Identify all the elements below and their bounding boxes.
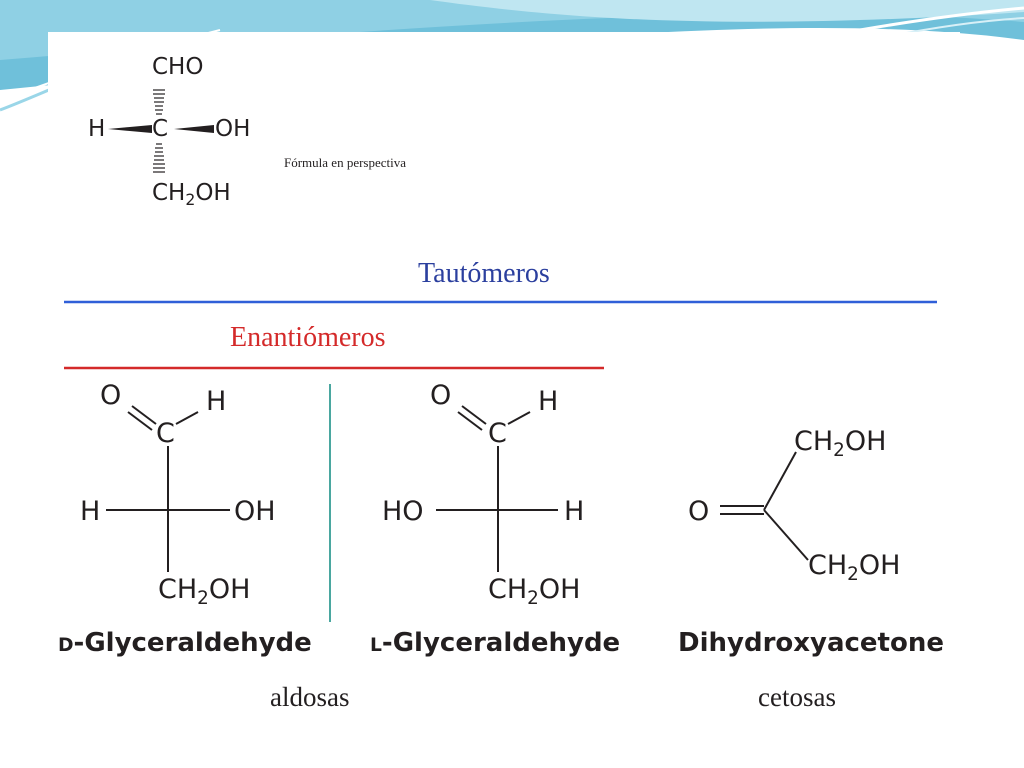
- l-glyceraldehyde-h-top: H: [538, 386, 559, 417]
- d-glyceraldehyde-o: O: [100, 380, 122, 411]
- dihydroxyacetone-ch2oh-bottom: CH2OH: [808, 550, 901, 585]
- dihydroxyacetone-o: O: [688, 496, 710, 527]
- l-glyceraldehyde-o: O: [430, 380, 452, 411]
- aldosas-label: aldosas: [270, 682, 350, 712]
- d-glyceraldehyde-name: D-Glyceraldehyde: [58, 628, 312, 658]
- l-glyceraldehyde-h-right: H: [564, 496, 585, 527]
- l-glyceraldehyde-c: C: [488, 418, 507, 449]
- l-glyceraldehyde-bonds: [436, 405, 558, 572]
- perspective-hashed-bond-bottom: [153, 143, 165, 173]
- enantiomeros-label: Enantiómeros: [230, 322, 386, 353]
- perspective-wedge-left: [108, 125, 152, 133]
- slide-content: CHO H C OH CH2OH Fórmula en perspectiva …: [48, 32, 960, 728]
- l-glyceraldehyde-name: L-Glyceraldehyde: [370, 628, 621, 658]
- perspective-hashed-bond-top: [153, 89, 165, 115]
- d-glyceraldehyde-bonds: [106, 405, 230, 572]
- l-glyceraldehyde-ho: HO: [382, 496, 424, 527]
- perspective-c: C: [152, 116, 169, 142]
- perspective-h: H: [88, 116, 106, 142]
- dihydroxyacetone-name: Dihydroxyacetone: [678, 628, 944, 658]
- diagram-lines: [64, 89, 937, 622]
- l-glyceraldehyde-ch2oh: CH2OH: [488, 574, 581, 609]
- d-glyceraldehyde-h-left: H: [80, 496, 101, 527]
- d-glyceraldehyde-ch2oh: CH2OH: [158, 574, 251, 609]
- d-glyceraldehyde-h-top: H: [206, 386, 227, 417]
- perspective-oh: OH: [215, 116, 251, 142]
- dihydroxyacetone-ch2oh-top: CH2OH: [794, 426, 887, 461]
- dihydroxyacetone-bonds: [720, 451, 809, 561]
- tautomeros-label: Tautómeros: [418, 258, 550, 289]
- perspective-ch2oh: CH2OH: [152, 180, 231, 209]
- d-glyceraldehyde-c: C: [156, 418, 175, 449]
- perspective-caption: Fórmula en perspectiva: [284, 155, 407, 170]
- d-glyceraldehyde-oh: OH: [234, 496, 276, 527]
- perspective-cho: CHO: [152, 54, 204, 80]
- cetosas-label: cetosas: [758, 682, 836, 712]
- perspective-wedge-right: [174, 125, 214, 133]
